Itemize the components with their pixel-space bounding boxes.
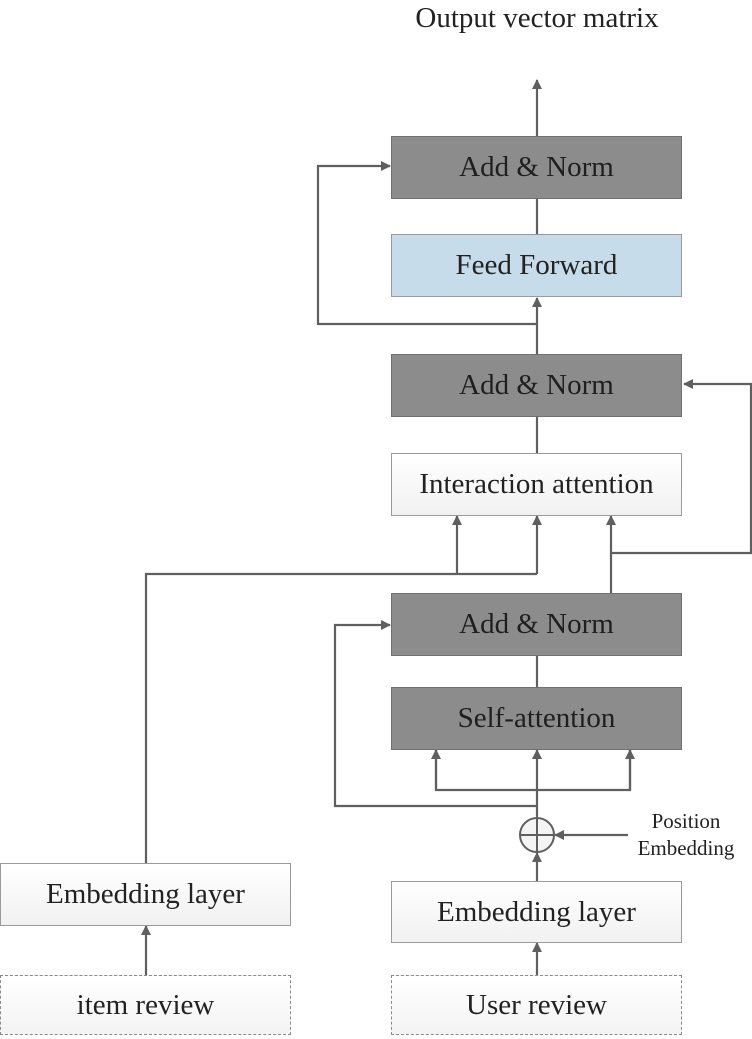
add-norm-bottom-block: Add & Norm [391,593,682,656]
feed-forward-block: Feed Forward [391,234,682,297]
embedding-layer-item-block: Embedding layer [0,863,291,926]
embedding-layer-user-block: Embedding layer [391,881,682,943]
self-attention-block: Self-attention [391,687,682,750]
residual-mid-arrow [611,379,752,555]
residual-top-arrow [316,161,537,326]
residual-bottom-arrow [333,620,537,808]
add-norm-mid-block: Add & Norm [391,354,682,417]
item-review-input: item review [0,975,291,1035]
position-embedding-label: Position Embedding [637,809,735,860]
add-norm-top-block: Add & Norm [391,136,682,199]
output-vector-label: Output vector matrix [415,2,659,34]
interaction-attention-block: Interaction attention [391,453,682,516]
item-path-line [144,572,537,863]
fork-line [434,750,632,792]
sum-circle-icon [519,817,555,853]
user-review-input: User review [391,975,682,1035]
